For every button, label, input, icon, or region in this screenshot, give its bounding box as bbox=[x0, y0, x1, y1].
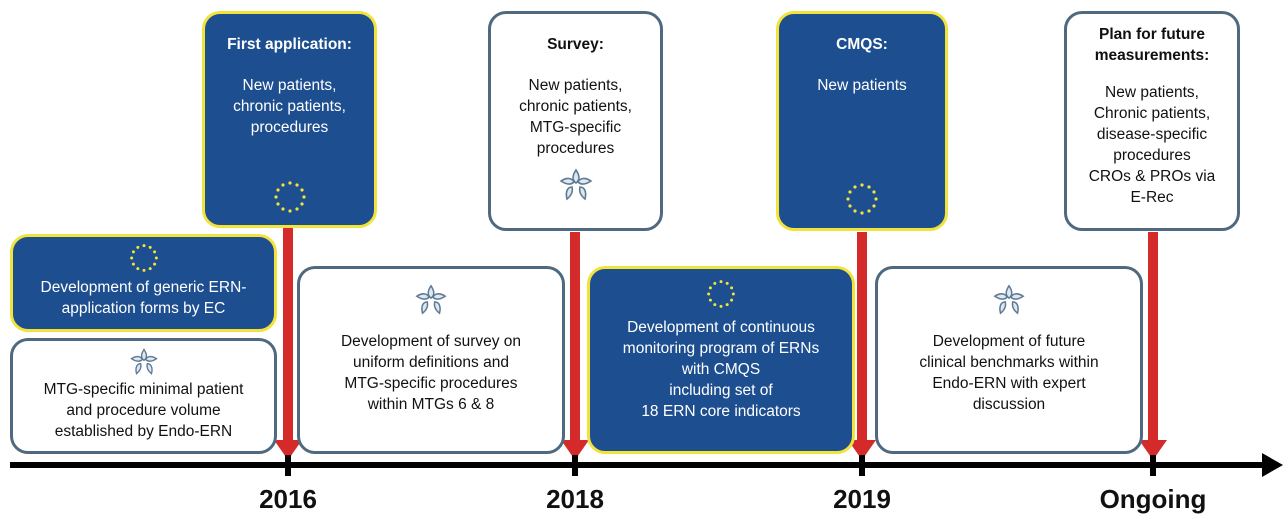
development-minimal-volume: MTG-specific minimal patient and procedu… bbox=[10, 338, 277, 454]
development-text: Development of survey on uniform definit… bbox=[340, 333, 522, 413]
development-text: Development of continuous monitoring pro… bbox=[622, 319, 820, 420]
milestone-arrows bbox=[274, 228, 1167, 460]
development-future-benchmarks: Development of future clinical benchmark… bbox=[875, 266, 1143, 454]
year-label-ongoing: Ongoing bbox=[1099, 484, 1207, 514]
development-text: Development of generic ERN- application … bbox=[40, 279, 247, 317]
eu-stars-icon bbox=[273, 181, 306, 213]
milestone-cmqs: CMQS: New patients bbox=[776, 11, 948, 231]
year-label-2019: 2019 bbox=[833, 484, 891, 514]
development-continuous-monitoring: Development of continuous monitoring pro… bbox=[587, 266, 855, 454]
eu-stars-icon bbox=[846, 183, 878, 215]
year-label-2018: 2018 bbox=[546, 484, 604, 514]
year-label-2016: 2016 bbox=[259, 484, 317, 514]
milestone-arrowhead-2016 bbox=[274, 440, 302, 460]
milestone-title: Plan for future measurements: bbox=[1094, 26, 1210, 64]
milestone-arrowhead-2019 bbox=[848, 440, 876, 460]
timeline-axis bbox=[10, 453, 1283, 477]
endo-flower-icon bbox=[559, 168, 592, 201]
development-survey: Development of survey on uniform definit… bbox=[297, 266, 565, 454]
endo-flower-icon bbox=[129, 348, 158, 375]
development-text: Development of future clinical benchmark… bbox=[919, 333, 1099, 413]
eu-stars-icon bbox=[129, 244, 158, 272]
milestone-arrowhead-2018 bbox=[561, 440, 589, 460]
milestone-title: Survey: bbox=[547, 36, 604, 53]
milestone-text: New patients, Chronic patients, disease-… bbox=[1088, 84, 1216, 206]
milestone-text: New patients, chronic patients, procedur… bbox=[233, 77, 346, 136]
milestone-survey: Survey: New patients, chronic patients, … bbox=[488, 11, 663, 231]
milestone-text: New patients, chronic patients, MTG-spec… bbox=[519, 77, 632, 157]
milestone-future-plan: Plan for future measurements: New patien… bbox=[1064, 11, 1240, 231]
development-generic-forms: Development of generic ERN- application … bbox=[10, 234, 277, 332]
endo-flower-icon bbox=[993, 284, 1025, 315]
milestone-first-application: First application: New patients, chronic… bbox=[202, 11, 377, 228]
development-text: MTG-specific minimal patient and procedu… bbox=[43, 381, 244, 440]
endo-flower-icon bbox=[415, 284, 447, 315]
milestone-arrowhead-ongoing bbox=[1139, 440, 1167, 460]
milestone-title: First application: bbox=[227, 36, 352, 53]
eu-stars-icon bbox=[707, 280, 735, 308]
milestone-title: CMQS: bbox=[836, 36, 888, 53]
milestone-text: New patients bbox=[817, 77, 907, 94]
